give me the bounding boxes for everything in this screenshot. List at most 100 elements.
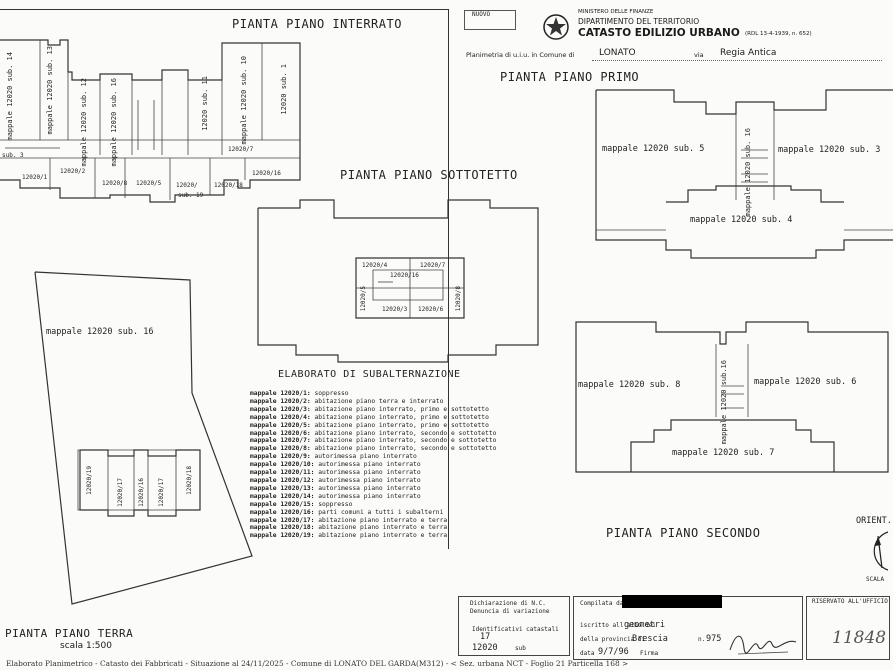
- text-riservato: RISERVATO ALL'UFFICIO: [812, 598, 888, 605]
- legend-row: mappale 12020/7: abitazione piano interr…: [250, 437, 497, 445]
- ministry-label: MINISTERO DELLE FINANZE: [578, 9, 654, 15]
- plan-interrato: [0, 40, 310, 205]
- label-terra-sub16: mappale 12020 sub. 16: [46, 327, 154, 337]
- label-interrato-v1: mappale 12020 sub. 14: [6, 52, 14, 141]
- department-label: DIPARTIMENTO DEL TERRITORIO: [578, 17, 700, 26]
- legend-row: mappale 12020/17: abitazione piano inter…: [250, 516, 448, 524]
- text-iscritto: iscritto all'albo dei: [580, 622, 656, 629]
- text-data-prefix: data: [580, 650, 595, 657]
- plan-secondo: [576, 322, 888, 502]
- label-interrato-h7: 12020/7: [228, 146, 254, 153]
- label-interrato-h2: 12020/2: [60, 168, 86, 175]
- label-interrato-h5: 12020/5: [136, 180, 162, 187]
- bottom-strip: Elaborato Planimetrico - Catasto dei Fab…: [6, 659, 629, 668]
- frame-right-line: [448, 9, 449, 549]
- label-interrato-v2: mappale 12020 sub. 13: [46, 46, 54, 135]
- box-dichiarazione: [458, 596, 570, 656]
- legend-row: mappale 12020/18: abitazione piano inter…: [250, 524, 448, 532]
- text-mappale: 12020: [472, 643, 498, 653]
- text-identificativi: Identificativi catastali: [472, 626, 559, 633]
- legend-row: mappale 12020/4: abitazione piano interr…: [250, 413, 489, 421]
- title-primo: PIANTA PIANO PRIMO: [500, 70, 640, 84]
- text-handwritten: 11848: [832, 628, 887, 648]
- text-professione: geometri: [624, 620, 665, 630]
- legend-row: mappale 12020/15: soppresso: [250, 500, 353, 508]
- title-sottotetto: PIANTA PIANO SOTTOTETTO: [340, 168, 518, 182]
- label-scala: scala 1:500: [60, 641, 112, 651]
- plan-sottotetto: [258, 200, 538, 362]
- header-underline: [592, 60, 882, 61]
- text-sub: sub: [515, 645, 526, 652]
- label-interrato-v7: 12020 sub. 1: [280, 64, 288, 115]
- label-terra-c: 12020/16: [138, 478, 145, 507]
- label-primo-sub3: mappale 12020 sub. 3: [778, 145, 881, 155]
- legend-row: mappale 12020/19: abitazione piano inter…: [250, 532, 448, 540]
- label-interrato-h18: 12020/18: [214, 182, 243, 189]
- label-sottotetto-d: 12020/8: [455, 286, 462, 312]
- label-terra-b: 12020/17: [117, 478, 124, 507]
- legend-row: mappale 12020/1: soppresso: [250, 390, 349, 397]
- legend-row: mappale 12020/2: abitazione piano terra …: [250, 397, 444, 405]
- redaction-bar: [622, 595, 722, 608]
- label-sottotetto-f: 12020/6: [418, 306, 444, 313]
- label-interrato-sub19: sub. 19: [178, 192, 204, 199]
- text-compilata: Compilata dal: [580, 600, 627, 607]
- via-prefix: via: [694, 51, 704, 59]
- title-interrato: PIANTA PIANO INTERRATO: [232, 17, 402, 31]
- stamp-box: [464, 10, 516, 30]
- title-terra: PIANTA PIANO TERRA: [5, 627, 134, 640]
- legend-row: mappale 12020/10: autorimessa piano inte…: [250, 461, 421, 469]
- text-foglio: 17: [480, 632, 491, 642]
- catasto-header: NUOVO MINISTERO DELLE FINANZE DIPARTIMEN…: [462, 6, 887, 68]
- label-sottotetto-e: 12020/3: [382, 306, 408, 313]
- law-reference: (RDL 13-4-1939, n. 652): [745, 31, 812, 37]
- legend-row: mappale 12020/5: abitazione piano interr…: [250, 421, 489, 429]
- plan-terra: [30, 268, 260, 608]
- label-orient: ORIENT.: [856, 516, 892, 526]
- label-interrato-v3: mappale 12020 sub. 12: [80, 78, 88, 167]
- legend-row: mappale 12020/8: abitazione piano interr…: [250, 445, 497, 453]
- label-primo-sub16: mappale 12020 sub. 16: [744, 128, 752, 217]
- label-interrato-h16: 12020/16: [252, 170, 281, 177]
- label-terra-d: 12020/17: [158, 478, 165, 507]
- planimetria-prefix: Planimetria di u.i.u. in Comune di: [466, 51, 575, 59]
- label-secondo-sub7: mappale 12020 sub. 7: [672, 448, 775, 458]
- text-provincia: Brescia: [632, 634, 668, 644]
- text-numero-prefix: n.: [698, 636, 706, 643]
- legend-row: mappale 12020/11: autorimessa piano inte…: [250, 469, 421, 477]
- title-elaborato: ELABORATO DI SUBALTERNAZIONE: [278, 369, 461, 380]
- text-provincia-prefix: della provincia di: [580, 636, 646, 643]
- legend-row: mappale 12020/6: abitazione piano interr…: [250, 429, 497, 437]
- legend-row: mappale 12020/3: abitazione piano interr…: [250, 405, 489, 413]
- text-data: 9/7/96: [598, 647, 629, 657]
- plan-primo: [596, 90, 893, 270]
- label-sottotetto-a: 12020/4: [362, 262, 388, 269]
- text-denuncia: Denuncia di variazione: [470, 608, 550, 615]
- legend-row: mappale 12020/12: autorimessa piano inte…: [250, 476, 421, 484]
- label-interrato-s3: sub. 3: [2, 152, 24, 159]
- legend-row: mappale 12020/14: autorimessa piano inte…: [250, 492, 421, 500]
- label-scala-small: SCALA: [866, 576, 885, 583]
- via-value: Regia Antica: [720, 48, 777, 58]
- label-interrato-v4: 12020 sub. 11: [201, 76, 209, 131]
- label-secondo-sub8: mappale 12020 sub. 8: [578, 380, 681, 390]
- legend-row: mappale 12020/9: autorimessa piano inter…: [250, 453, 417, 461]
- legend-list: mappale 12020/1: soppresso mappale 12020…: [250, 390, 496, 540]
- stamp-text: NUOVO: [472, 11, 491, 18]
- label-secondo-sub16: mappale 12020 sub.16: [720, 360, 728, 445]
- label-interrato-h19: 12020/: [176, 182, 198, 189]
- label-secondo-sub6: mappale 12020 sub. 6: [754, 377, 857, 387]
- emblem-icon: [542, 12, 570, 42]
- label-primo-sub4: mappale 12020 sub. 4: [690, 215, 793, 225]
- label-sottotetto-g: 12020/16: [390, 272, 419, 279]
- label-interrato-v6: mappale 12020 sub. 10: [240, 56, 248, 145]
- text-firma: Firma: [640, 650, 659, 657]
- legend-row: mappale 12020/16: parti comuni a tutti i…: [250, 508, 444, 516]
- label-interrato-h8: 12020/8: [102, 180, 128, 187]
- text-numero: 975: [706, 634, 722, 644]
- label-sottotetto-b: 12020/7: [420, 262, 446, 269]
- frame-top-line: [0, 9, 448, 10]
- box-riservato: [806, 596, 890, 660]
- comune-value: LONATO: [599, 48, 636, 58]
- label-sottotetto-c: 12020/5: [360, 286, 367, 312]
